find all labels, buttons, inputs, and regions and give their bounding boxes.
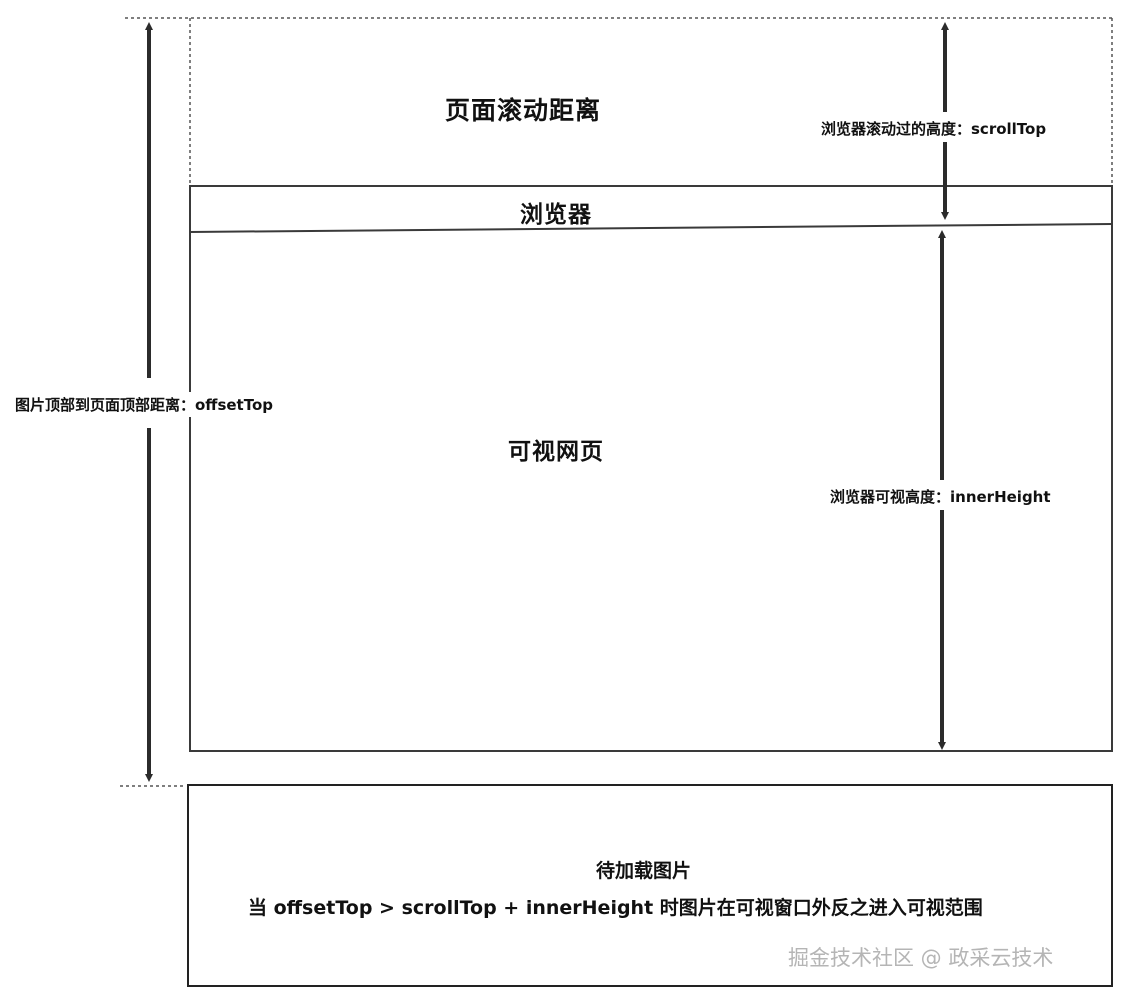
browser-label: 浏览器 <box>520 202 592 228</box>
browser-toolbar-divider <box>189 223 1113 233</box>
offset-top-label: 图片顶部到页面顶部距离：offsetTop <box>14 392 275 417</box>
scroll-top-label: 浏览器滚动过的高度：scrollTop <box>820 116 1048 141</box>
watermark: 掘金技术社区 @ 政采云技术 <box>788 946 1054 970</box>
inner-height-label: 浏览器可视高度：innerHeight <box>829 484 1052 509</box>
condition-text: 当 offsetTop > scrollTop + innerHeight 时图… <box>248 897 983 919</box>
visible-page-label: 可视网页 <box>508 439 604 465</box>
page-scroll-distance-label: 页面滚动距离 <box>445 96 602 125</box>
lazy-image-box <box>187 784 1113 987</box>
scrolled-region <box>125 17 1113 186</box>
browser-viewport-frame <box>189 185 1113 752</box>
lazy-image-title: 待加载图片 <box>596 860 692 882</box>
